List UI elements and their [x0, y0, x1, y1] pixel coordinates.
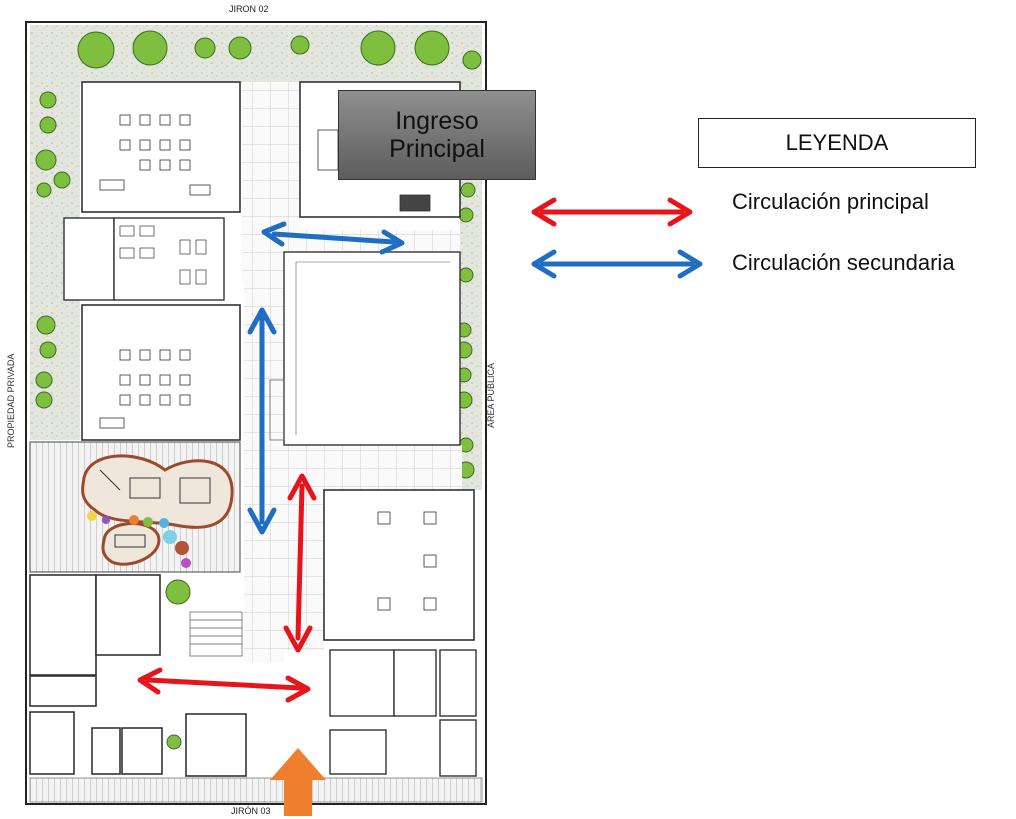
main-circulation-arrows: [137, 473, 317, 703]
street-label-top: JIRON 02: [229, 4, 269, 14]
secondary-circulation-arrows: [247, 221, 405, 535]
legend-label-secondary: Circulación secundaria: [732, 250, 955, 275]
main-arrow-horizontal: [145, 677, 303, 691]
street-label-bottom: JIRÓN 03: [231, 806, 271, 816]
services-block: [63, 217, 225, 301]
side-label-left: PROPIEDAD PRIVADA: [6, 353, 16, 448]
lower-right-rooms: [329, 649, 477, 777]
aula-02: [81, 304, 241, 441]
central-hall: [283, 251, 461, 446]
legend-arrow-main: [531, 197, 693, 227]
sum-comedor: [323, 489, 475, 641]
legend-label-main: Circulación principal: [732, 189, 929, 214]
secondary-arrow-horizontal: [271, 231, 397, 245]
corridor-east: [284, 445, 462, 490]
legend-arrow-secondary: [531, 249, 703, 279]
entrance-arrow: [270, 748, 326, 816]
side-label-right: AREA PUBLICA: [486, 362, 496, 428]
main-entrance-label: Ingreso Principal: [389, 107, 485, 163]
corridor-north: [242, 82, 300, 282]
aula-01: [81, 81, 241, 213]
front-fence: [29, 777, 483, 803]
legend-title: LEYENDA: [785, 130, 889, 155]
garden-right: [460, 80, 482, 490]
stairs: [189, 379, 285, 657]
lower-left-rooms: [29, 574, 247, 777]
playground: [29, 441, 241, 589]
legend-title-box: LEYENDA: [698, 118, 976, 168]
main-arrow-vertical: [295, 483, 305, 641]
main-entrance-callout: Ingreso Principal: [338, 90, 536, 180]
legend-arrows: [531, 197, 703, 279]
trees: [35, 30, 482, 750]
